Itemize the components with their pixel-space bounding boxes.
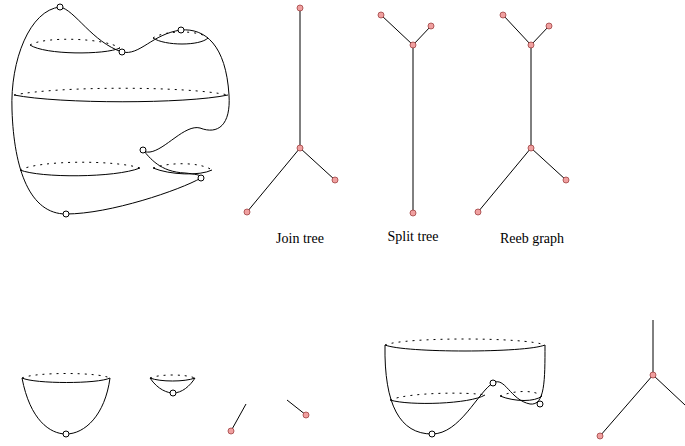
sublevel-sets [22, 339, 545, 434]
sublevel-critical-points [63, 380, 543, 437]
surface-outline [12, 7, 229, 214]
critical-points [57, 4, 204, 217]
level-sets [14, 32, 228, 176]
tree-caption: Join tree [274, 231, 326, 247]
tree-caption: Reeb graph [498, 231, 566, 247]
tree-caption: Split tree [386, 229, 441, 245]
tree-edges [231, 8, 685, 436]
tree-vertices [228, 5, 656, 439]
